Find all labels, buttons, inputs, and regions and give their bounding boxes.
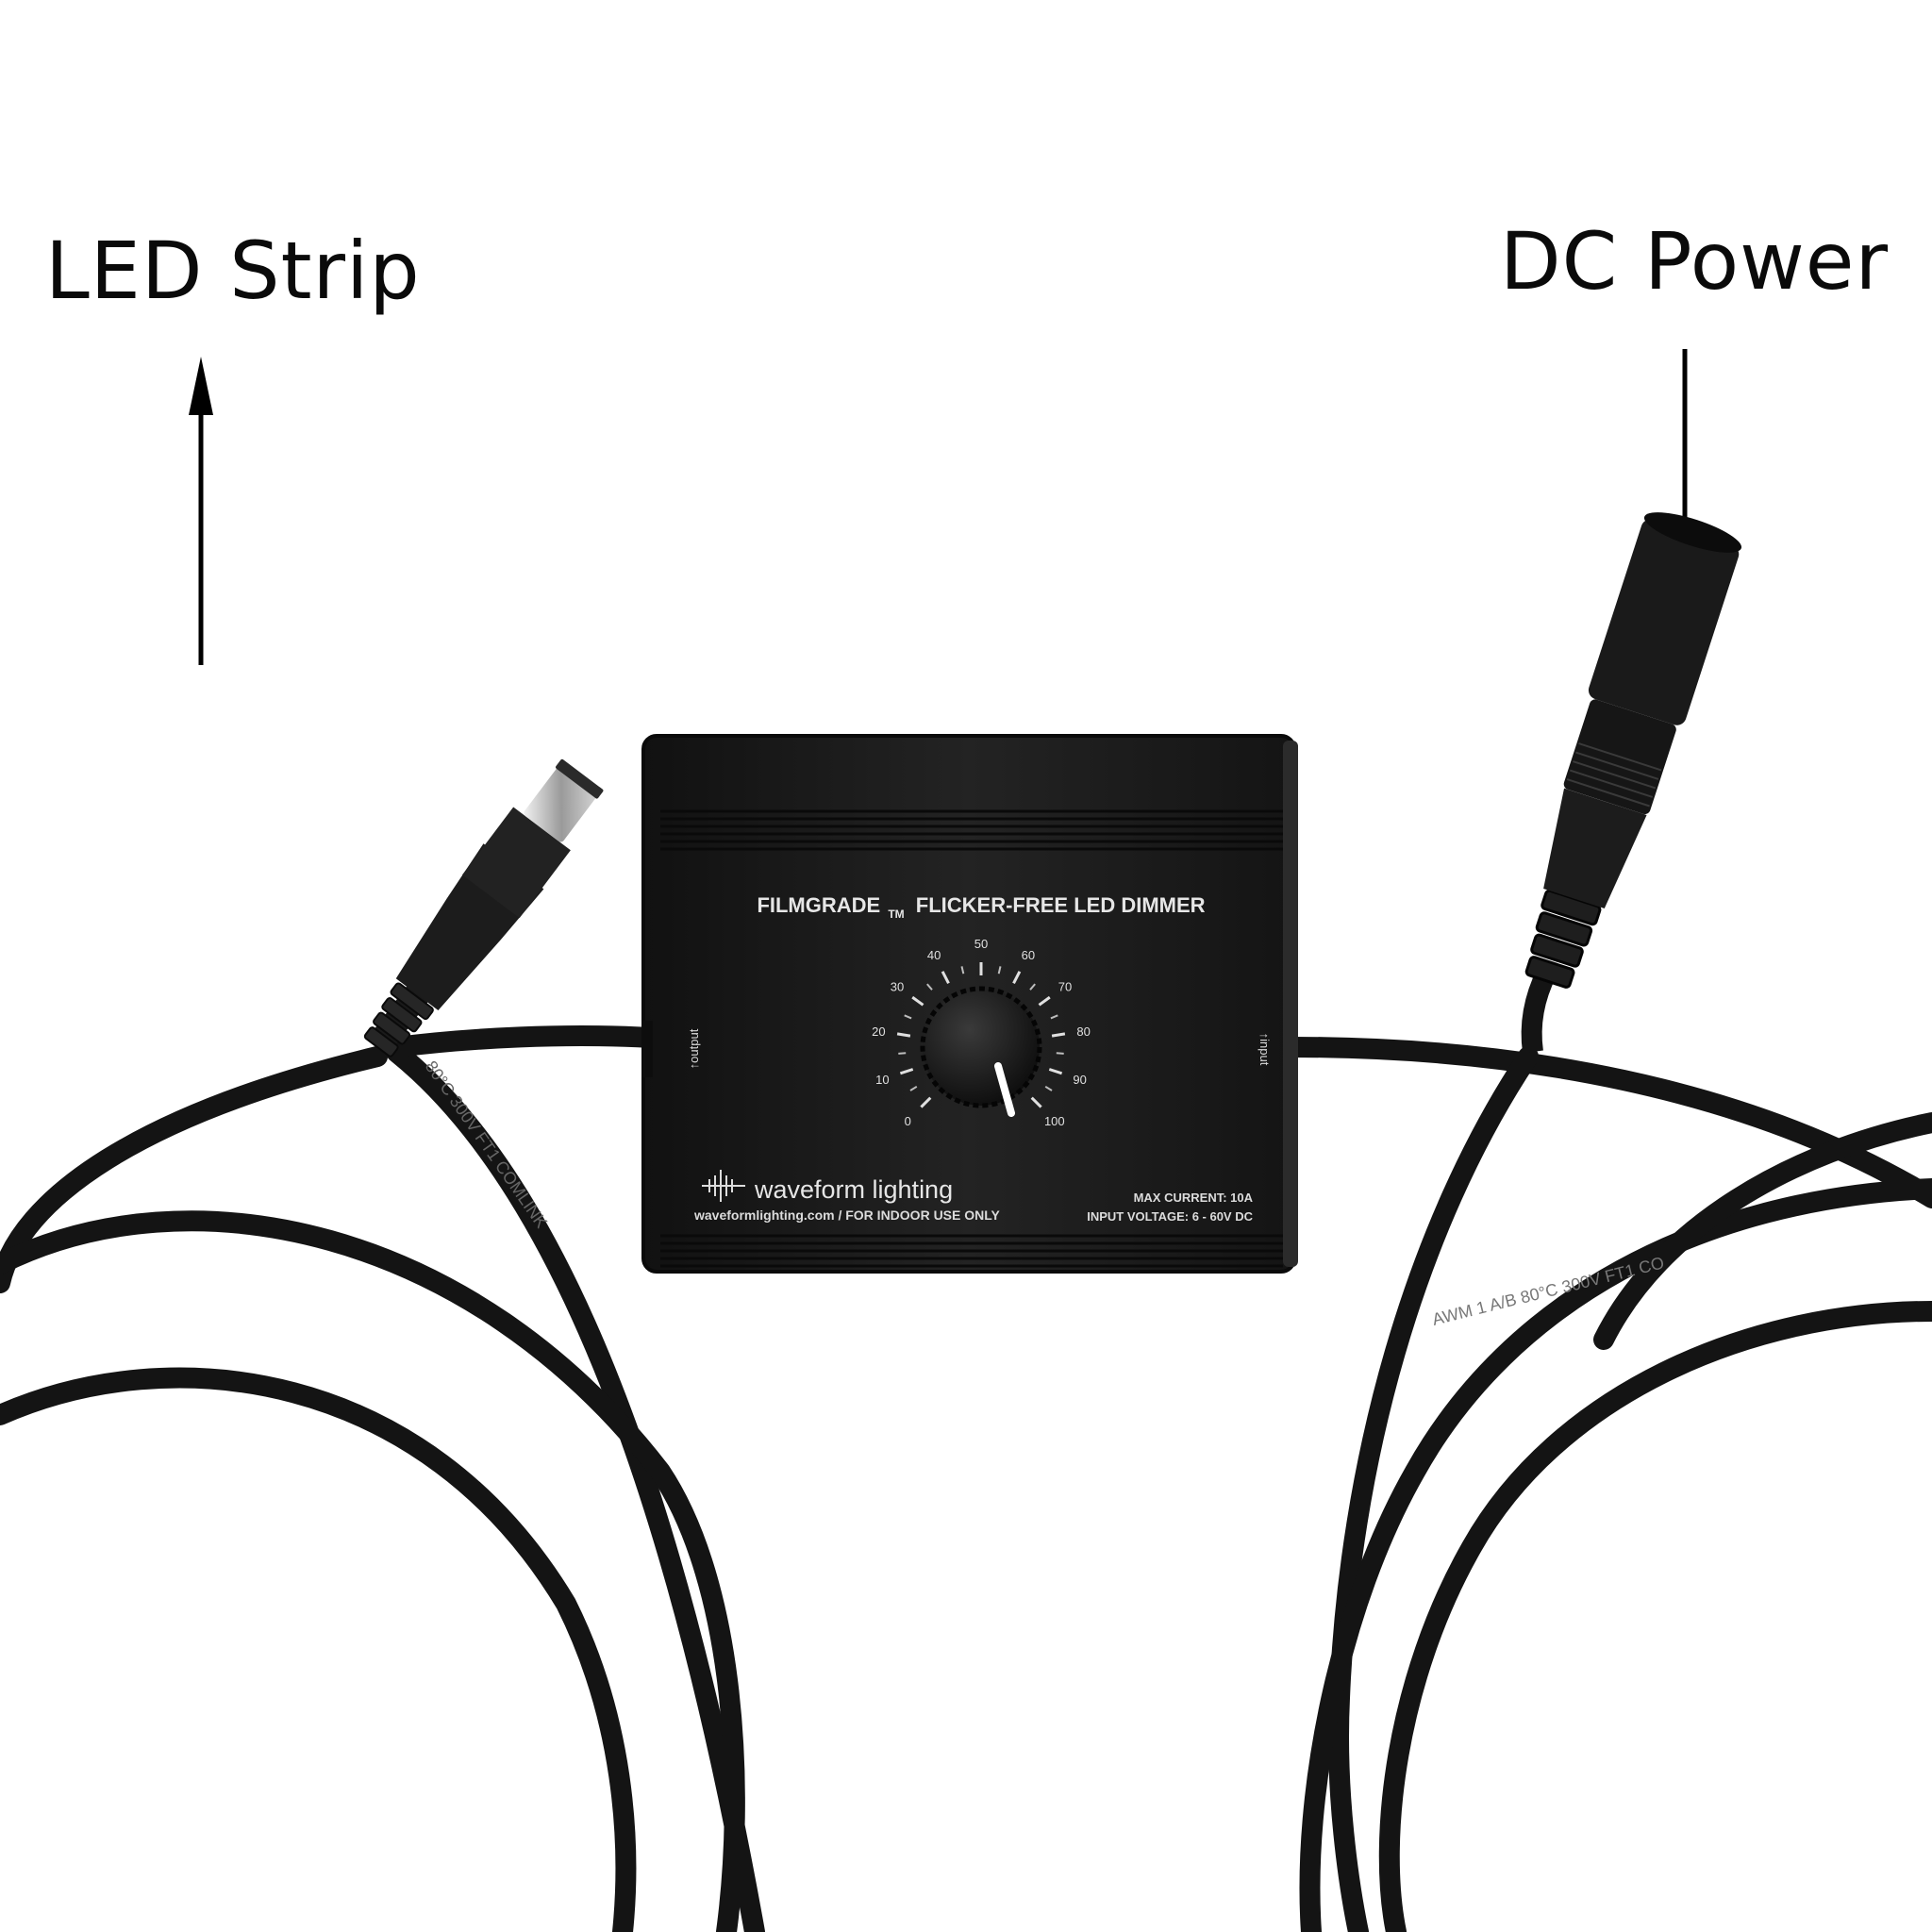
dial-scale-label: 50 — [974, 937, 988, 951]
dial-minor-tick — [1056, 1052, 1064, 1055]
output-port-label: ↑output — [687, 1028, 701, 1069]
dial-scale-label: 60 — [1022, 948, 1035, 962]
dial-tick — [941, 971, 950, 984]
dimmer-knob[interactable] — [920, 986, 1042, 1108]
dial-scale-label: 0 — [905, 1114, 911, 1128]
heatsink-ridges-bottom — [660, 1234, 1283, 1268]
dial-minor-tick — [997, 966, 1002, 974]
cable-print-left: 80°C 300V FT1 COMLINK — [422, 1058, 552, 1232]
cable-left — [0, 1025, 765, 1932]
dial-minor-tick — [960, 966, 965, 974]
trademark-mark: TM — [888, 908, 904, 921]
male-barrel-plug — [363, 758, 604, 1058]
waveform-logo-icon — [702, 1170, 745, 1202]
brand-name: waveform lighting — [754, 1175, 953, 1204]
dial-minor-tick — [904, 1014, 912, 1020]
input-port-label: ↑input — [1257, 1033, 1272, 1066]
svg-text:INPUT VOLTAGE: 6 - 60V DC: INPUT VOLTAGE: 6 - 60V DC — [1087, 1209, 1253, 1224]
max-current-spec: MAX CURRENT: 10A — [1134, 1191, 1254, 1205]
dial-scale-label: 80 — [1076, 1024, 1090, 1039]
dial-scale-label: 40 — [927, 948, 941, 962]
heatsink-ridges-top — [660, 809, 1283, 851]
cable-right — [1282, 1037, 1932, 1932]
website-note: waveformlighting.com / FOR INDOOR USE ON… — [693, 1208, 1001, 1223]
dial-minor-tick — [898, 1052, 907, 1055]
dc-power-callout: DC Power — [1500, 215, 1890, 308]
svg-text:MAX CURRENT: 10A: MAX CURRENT: 10A — [1134, 1191, 1254, 1205]
dial-scale-label: 70 — [1058, 979, 1072, 993]
input-voltage-spec: INPUT VOLTAGE: 6 - 60V DC — [1087, 1209, 1253, 1224]
svg-text:↑output: ↑output — [687, 1028, 701, 1069]
dimmer-device: FILMGRADE TM FLICKER-FREE LED DIMMER ↑ou… — [641, 734, 1298, 1274]
dial-scale-label: 90 — [1073, 1073, 1086, 1087]
dial-tick — [1012, 971, 1022, 984]
svg-text:80°C 300V FT1 COMLINK: 80°C 300V FT1 COMLINK — [422, 1058, 552, 1232]
svg-text:↑input: ↑input — [1257, 1033, 1272, 1066]
dial-minor-tick — [1029, 983, 1036, 991]
dial-scale-label: 100 — [1044, 1114, 1065, 1128]
led-strip-callout: LED Strip — [45, 225, 421, 317]
dial-minor-tick — [909, 1085, 918, 1091]
dial-minor-tick — [1050, 1014, 1058, 1020]
arrow-up-icon — [189, 357, 213, 665]
dial-tick — [1030, 1096, 1042, 1108]
product-title: FILMGRADE — [757, 893, 880, 917]
svg-text:FILMGRADE TM FLICK: FILMGRADE TM FLICKER-FREE LED DIMMER — [757, 893, 1205, 923]
dial-tick — [1038, 995, 1051, 1007]
dial-tick — [920, 1096, 932, 1108]
dial-scale-label: 10 — [875, 1073, 889, 1087]
dial-scale-label: 30 — [891, 979, 904, 993]
female-barrel-jack — [1521, 512, 1742, 1054]
svg-text:waveformlighting.com / FOR IND: waveformlighting.com / FOR INDOOR USE ON… — [693, 1208, 1001, 1223]
dial-tick — [899, 1068, 914, 1075]
dial-tick — [911, 995, 924, 1007]
dial-minor-tick — [926, 983, 933, 991]
dial-tick — [1051, 1032, 1066, 1038]
product-subtitle: FLICKER-FREE LED DIMMER — [916, 893, 1206, 917]
dial-tick — [896, 1032, 911, 1038]
knob-pointer — [994, 1062, 1015, 1117]
svg-text:waveform lighting: waveform lighting — [754, 1175, 953, 1204]
dial-minor-tick — [1044, 1085, 1053, 1091]
dial-scale-label: 20 — [872, 1024, 885, 1039]
dial-scale: 0 10 20 30 40 50 60 70 80 90 100 — [872, 937, 1091, 1128]
dial-tick — [1048, 1068, 1063, 1075]
